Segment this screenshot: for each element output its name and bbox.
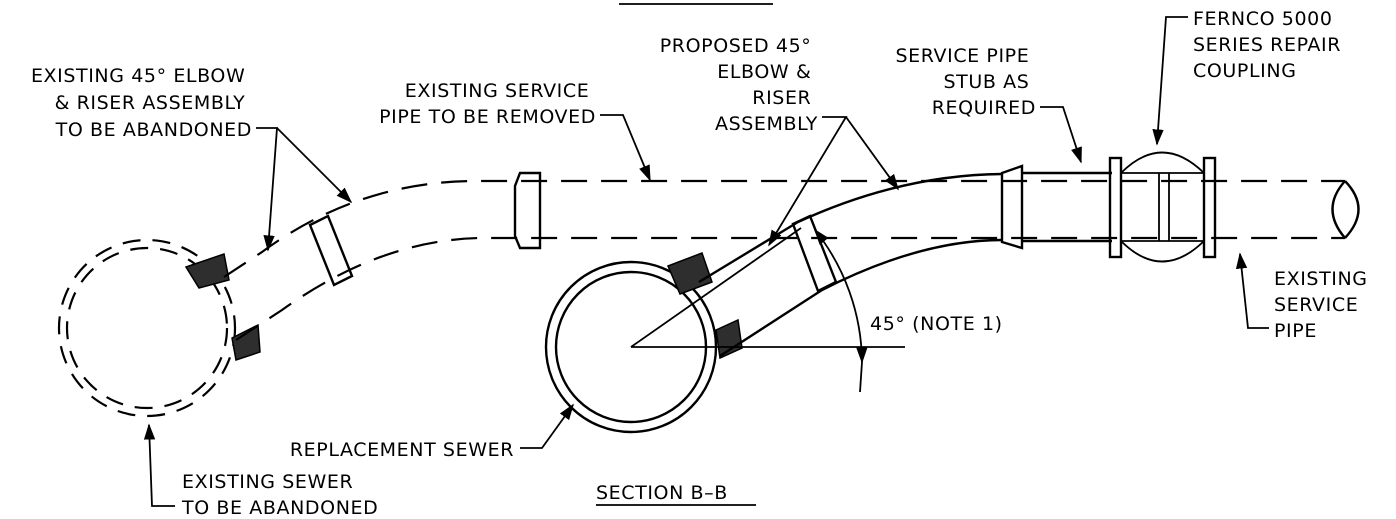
leader-existing-service-pipe bbox=[1235, 252, 1269, 329]
label-service-pipe-stub: SERVICE PIPE STUB AS REQUIRED bbox=[895, 45, 1036, 119]
label-replacement-sewer: REPLACEMENT SEWER bbox=[290, 439, 514, 461]
label-angle-note: 45° (NOTE 1) bbox=[870, 313, 1003, 335]
label-existing-service-removed: EXISTING SERVICE PIPE TO BE REMOVED bbox=[379, 80, 596, 128]
section-title: SECTION B–B bbox=[596, 482, 728, 504]
existing-grout-bottom bbox=[231, 323, 261, 361]
proposed-elbow-collar bbox=[791, 214, 838, 293]
leader-proposed-elbow bbox=[768, 116, 899, 247]
service-pipe-stub bbox=[1022, 171, 1112, 243]
leader-existing-service-removed bbox=[600, 114, 651, 182]
leader-service-stub bbox=[1040, 106, 1082, 164]
existing-elbow-riser bbox=[223, 179, 1345, 341]
fernco-coupling bbox=[1108, 151, 1217, 263]
existing-grout-top bbox=[184, 253, 230, 289]
label-existing-elbow: EXISTING 45° ELBOW & RISER ASSEMBLY TO B… bbox=[31, 65, 252, 141]
label-existing-sewer: EXISTING SEWER TO BE ABANDONED bbox=[181, 471, 378, 519]
leader-fernco bbox=[1152, 16, 1188, 146]
proposed-bell bbox=[1000, 164, 1024, 250]
leader-existing-elbow bbox=[256, 127, 353, 252]
label-proposed-elbow: PROPOSED 45° ELBOW & RISER ASSEMBLY bbox=[660, 35, 818, 135]
existing-sewer-pipe bbox=[57, 238, 237, 418]
label-fernco-coupling: FERNCO 5000 SERIES REPAIR COUPLING bbox=[1193, 8, 1348, 82]
leader-replacement-sewer bbox=[520, 403, 574, 449]
angle-dimension bbox=[631, 228, 905, 393]
existing-bell bbox=[513, 171, 542, 250]
label-existing-service-pipe: EXISTING SERVICE PIPE bbox=[1274, 268, 1374, 342]
existing-elbow-collar bbox=[308, 214, 354, 287]
replacement-grout-bottom bbox=[715, 318, 743, 360]
replacement-grout-top bbox=[667, 252, 713, 295]
leader-existing-sewer bbox=[143, 423, 175, 507]
existing-service-pipe-break bbox=[1331, 180, 1360, 239]
